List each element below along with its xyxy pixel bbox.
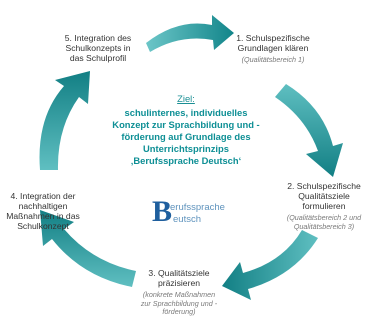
step-3-note: (konkrete Maßnahmen zur Sprachbildung un… <box>140 290 218 317</box>
goal-label: Ziel: <box>177 93 195 104</box>
goal-text: schulinternes, individuelles Konzept zur… <box>112 107 260 166</box>
logo-line-2: eutsch <box>173 214 201 225</box>
step-2: 2. Schulspezifische Qualitätsziele formu… <box>278 181 370 231</box>
step-3: 3. Qualitätsziele präzisieren (konkrete … <box>138 268 220 317</box>
step-4: 4. Integration der nachhaltigen Maßnahme… <box>6 191 80 231</box>
step-5-title: 5. Integration des Schulkonzepts in das … <box>64 33 132 63</box>
arrow-step3-to-step4 <box>40 210 136 287</box>
arrow-step2-to-step3 <box>222 230 318 300</box>
step-2-note: (Qualitätsbereich 2 und Qualitätsbereich… <box>286 213 362 231</box>
step-3-title: 3. Qualitätsziele präzisieren <box>148 268 210 288</box>
step-1: 1. Schulspezifische Grundlagen klären (Q… <box>228 33 318 65</box>
berufssprache-deutsch-logo: B erufssprache eutsch <box>152 196 262 230</box>
logo-line-1: erufssprache <box>170 202 225 213</box>
step-1-title: 1. Schulspezifische Grundlagen klären <box>236 33 310 53</box>
logo-initial: B <box>152 195 173 228</box>
arrow-step1-to-step2 <box>275 84 343 177</box>
step-5: 5. Integration des Schulkonzepts in das … <box>58 33 138 63</box>
arrow-step4-to-step5 <box>39 71 90 170</box>
step-2-title: 2. Schulspezifische Qualitätsziele formu… <box>287 181 361 211</box>
step-4-title: 4. Integration der nachhaltigen Maßnahme… <box>6 191 80 231</box>
arrow-step5-to-step1 <box>146 15 234 52</box>
step-1-note: (Qualitätsbereich 1) <box>241 55 305 64</box>
goal-box: Ziel: schulinternes, individuelles Konze… <box>108 93 264 167</box>
